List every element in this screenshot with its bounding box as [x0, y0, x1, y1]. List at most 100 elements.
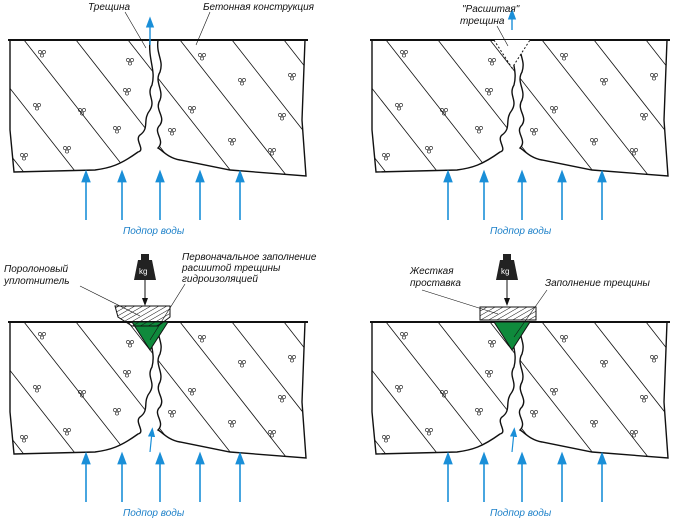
aggregate-dot — [592, 423, 596, 428]
weight-label: kg — [139, 267, 147, 276]
aggregate-dot — [552, 109, 556, 114]
hatch-line — [231, 40, 306, 176]
aggregate-dot — [240, 363, 244, 368]
hatch-line — [541, 322, 653, 458]
aggregate-dot — [440, 390, 444, 394]
aggregate-dot — [130, 58, 134, 62]
aggregate-dot — [192, 106, 196, 110]
aggregate-dot — [475, 126, 479, 130]
aggregate-dot — [590, 420, 594, 424]
aggregate-dot — [172, 410, 176, 414]
concrete-outline-left — [371, 321, 516, 455]
aggregate-dot — [290, 358, 294, 363]
aggregate-dot — [429, 428, 433, 432]
water-label-3: Подпор воды — [123, 508, 185, 519]
aggregate-dot — [564, 335, 568, 339]
hatch-line — [179, 40, 291, 176]
label-widened-2: трещина — [460, 16, 505, 27]
aggregate-dot — [386, 153, 390, 157]
aggregate-dot — [82, 390, 86, 394]
aggregate-dot — [384, 438, 388, 443]
aggregate-dot — [404, 50, 408, 54]
aggregate-dot — [404, 332, 408, 336]
hatch-line — [10, 322, 83, 458]
aggregate-dot — [489, 88, 493, 92]
label-concrete: Бетонная конструкция — [203, 2, 315, 13]
aggregate-dot — [652, 358, 656, 363]
crack-water-arrow — [509, 427, 518, 453]
aggregate-dot — [402, 335, 406, 340]
label-initial-fill-1: Первоначальное заполнение — [182, 252, 317, 263]
aggregate-dot — [113, 408, 117, 412]
label-widened-1: "Расшитая" — [462, 4, 520, 15]
aggregate-dot — [123, 370, 127, 374]
aggregate-dot — [238, 78, 242, 82]
aggregate-dot — [425, 146, 429, 150]
hatch-line — [385, 40, 497, 176]
panel-foam: kg — [8, 254, 308, 502]
aggregate-dot — [125, 373, 129, 378]
aggregate-dot — [37, 385, 41, 389]
aggregate-dot — [594, 420, 598, 424]
aggregate-dot — [278, 113, 282, 117]
concrete-outline-left — [9, 321, 154, 455]
aggregate-dot — [654, 355, 658, 359]
aggregate-dot — [492, 340, 496, 344]
aggregate-dot — [604, 78, 608, 82]
aggregate-dot — [604, 360, 608, 364]
aggregate-dot — [280, 398, 284, 403]
aggregate-dot — [652, 76, 656, 81]
aggregate-dot — [242, 78, 246, 82]
aggregate-dot — [592, 141, 596, 146]
aggregate-dot — [475, 408, 479, 412]
label-foam-2: уплотнитель — [3, 276, 70, 287]
leader-fill — [513, 289, 548, 338]
aggregate-dot — [602, 363, 606, 368]
aggregate-dot — [40, 335, 44, 340]
widened-notch — [493, 39, 531, 69]
hatch-line — [283, 40, 306, 176]
aggregate-dot — [188, 106, 192, 110]
concrete-outline-right — [156, 321, 307, 459]
hatch-line — [593, 40, 668, 176]
aggregate-dot — [600, 78, 604, 82]
weight-label: kg — [501, 267, 509, 276]
aggregate-dot — [444, 390, 448, 394]
crack-water-arrow — [147, 427, 156, 453]
hatch-line — [489, 322, 601, 458]
aggregate-dot — [386, 435, 390, 439]
hatch-line — [645, 40, 668, 176]
aggregate-dot — [552, 391, 556, 396]
leader-concrete — [195, 11, 211, 46]
aggregate-dot — [170, 131, 174, 136]
aggregate-dot — [127, 88, 131, 92]
aggregate-dot — [200, 56, 204, 61]
leader-rigid — [421, 289, 499, 315]
aggregate-dot — [532, 413, 536, 418]
aggregate-dot — [192, 388, 196, 392]
panel-crack — [8, 11, 308, 220]
aggregate-dot — [123, 88, 127, 92]
aggregate-dot — [115, 411, 119, 416]
aggregate-dot — [126, 340, 130, 344]
panel-widened — [370, 8, 670, 220]
panel-rigid: kg — [370, 254, 670, 502]
aggregate-dot — [442, 393, 446, 398]
aggregate-dot — [65, 431, 69, 436]
aggregate-dot — [485, 370, 489, 374]
aggregate-dot — [534, 410, 538, 414]
aggregate-dot — [168, 410, 172, 414]
aggregate-dot — [242, 360, 246, 364]
weight-handle — [503, 254, 511, 260]
aggregate-dot — [594, 138, 598, 142]
aggregate-dot — [560, 335, 564, 339]
aggregate-dot — [532, 131, 536, 136]
concrete-outline-right — [156, 39, 307, 177]
aggregate-dot — [24, 435, 28, 439]
aggregate-dot — [397, 388, 401, 393]
aggregate-dot — [126, 58, 130, 62]
aggregate-dot — [33, 385, 37, 389]
aggregate-dot — [270, 151, 274, 156]
aggregate-dot — [479, 408, 483, 412]
